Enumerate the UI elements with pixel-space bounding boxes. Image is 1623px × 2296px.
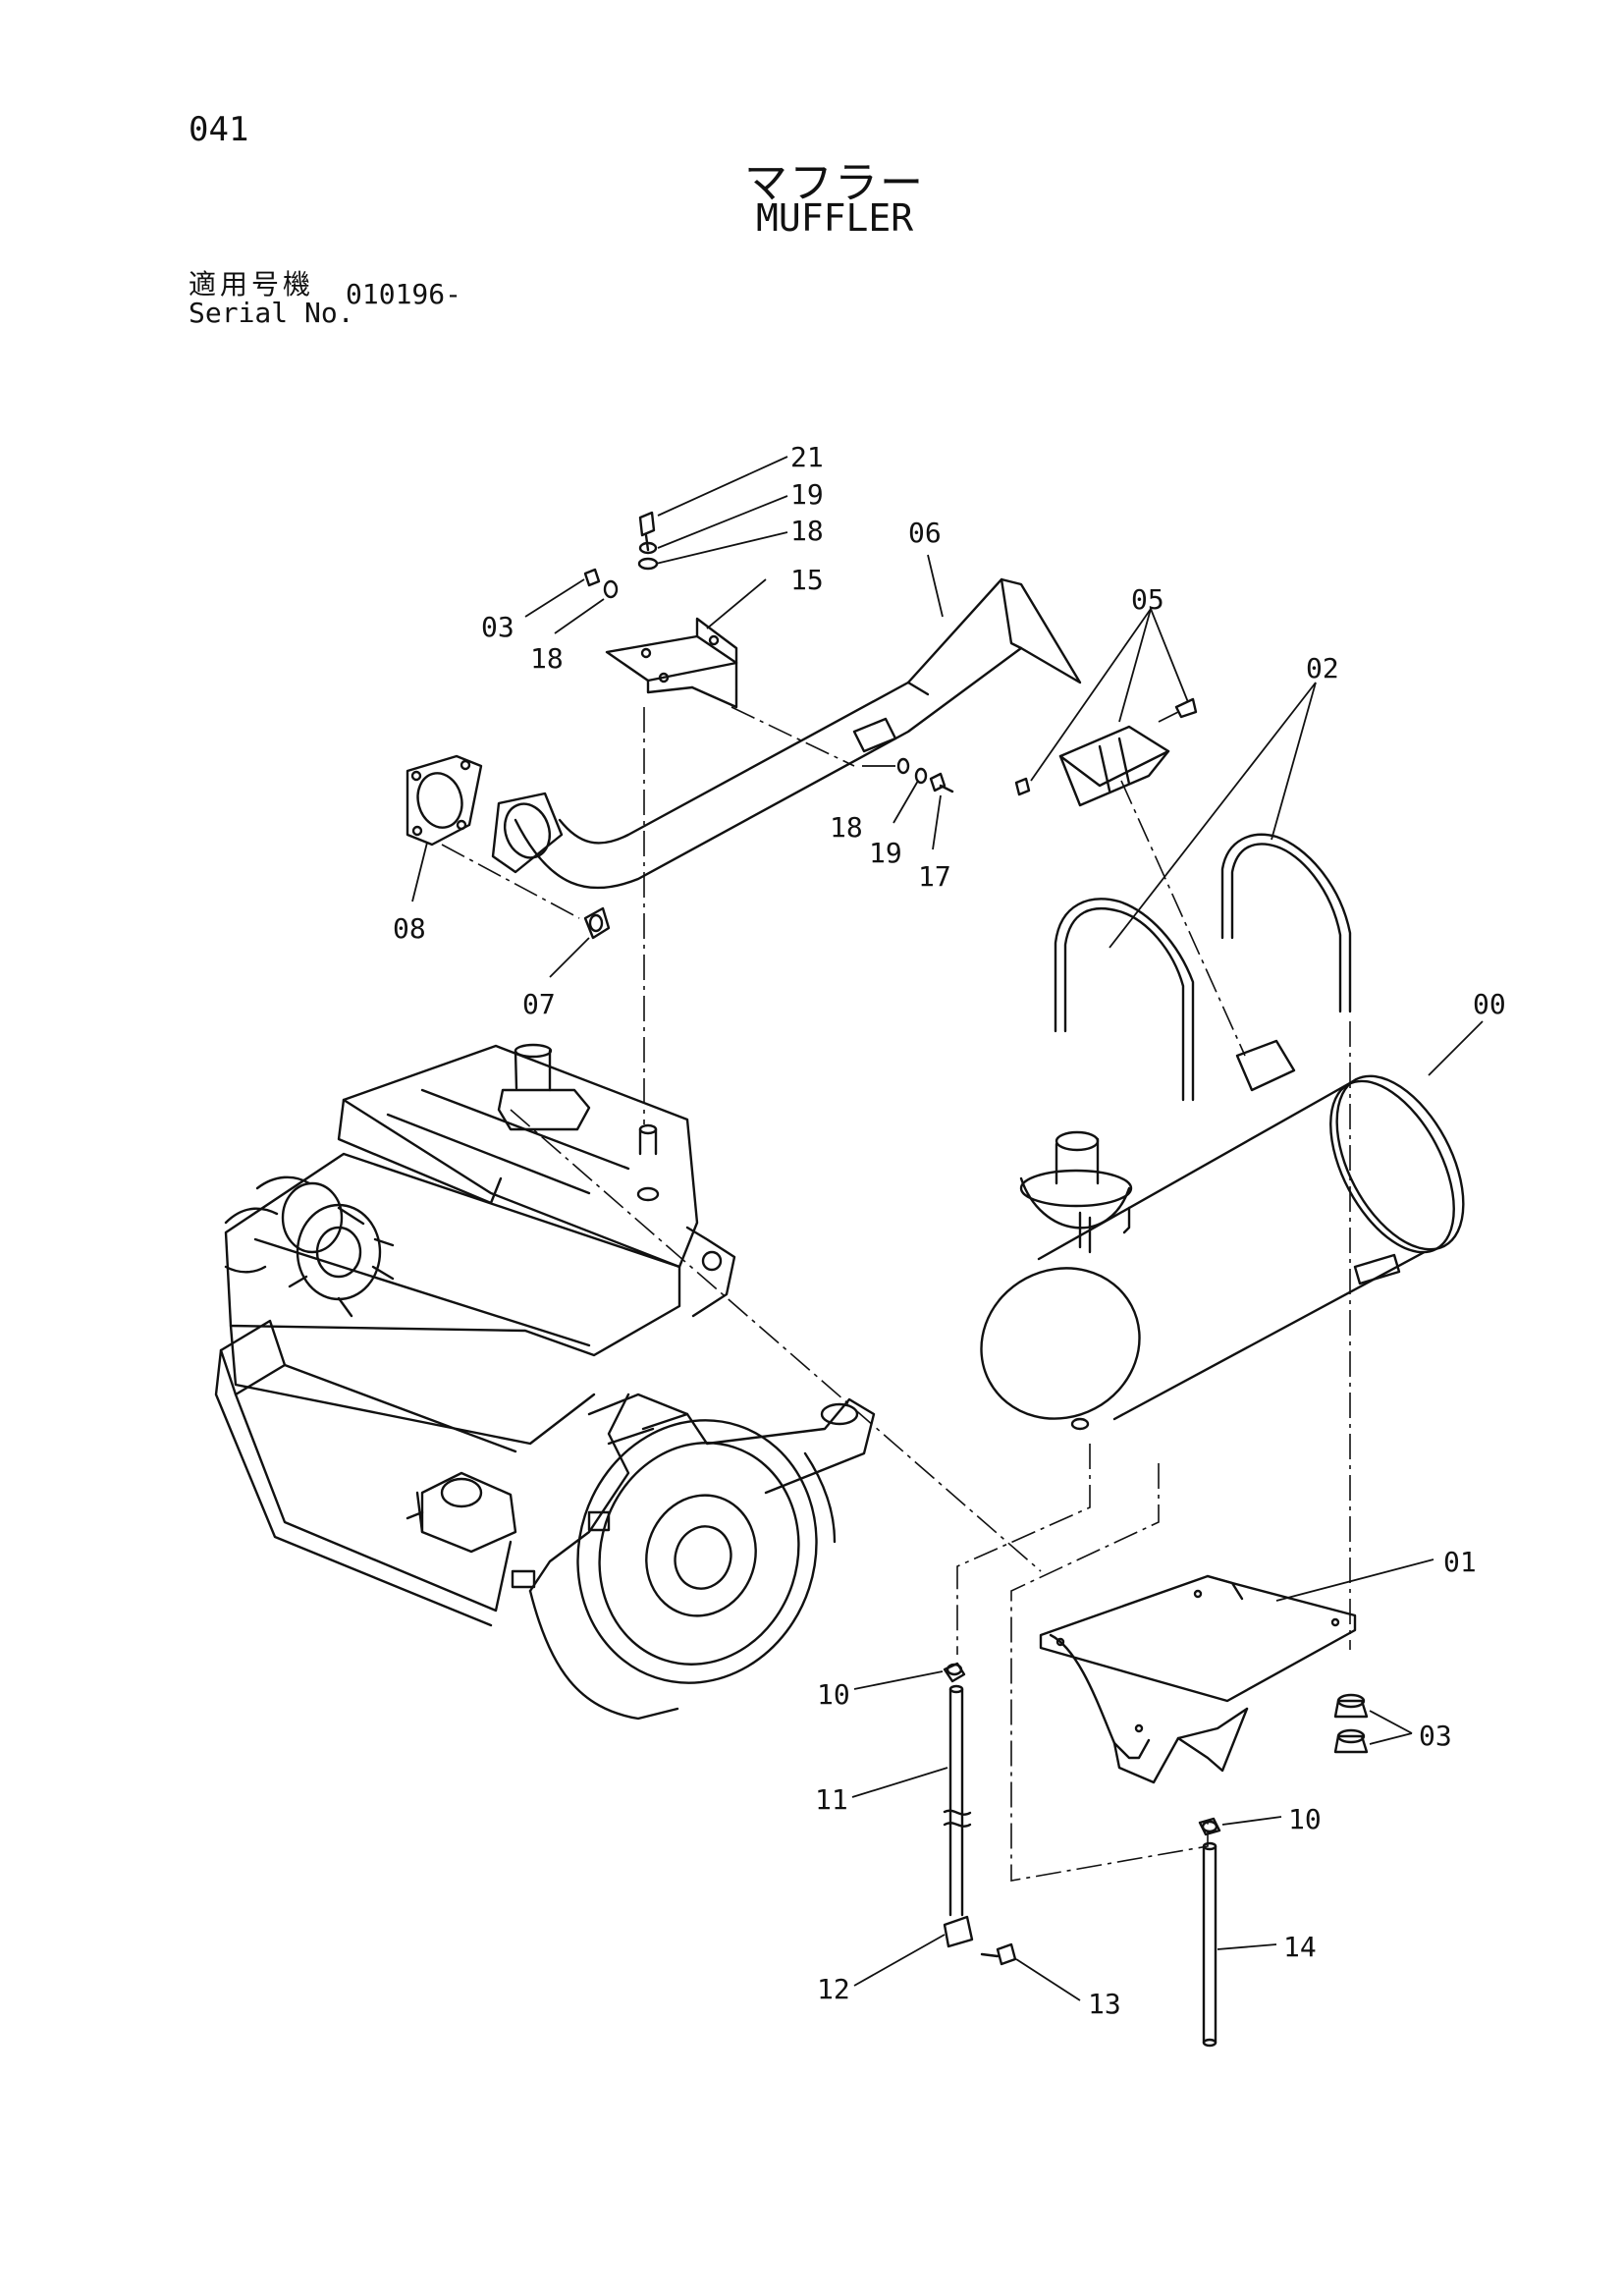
leader-lines [411,456,1484,2001]
exhaust-pipe [491,577,1082,890]
callout-03-top: 03 [481,611,514,643]
clip-left [943,1662,966,1683]
callout-13: 13 [1088,1988,1121,2020]
callout-03-bottom: 03 [1419,1720,1452,1752]
bracket-centerline [730,706,855,767]
callout-14: 14 [1283,1931,1317,1963]
callout-10-right: 10 [1288,1803,1322,1835]
serial-label-japanese: 適用号機 [189,268,315,301]
callout-05: 05 [1131,583,1164,616]
callout-06: 06 [908,517,942,549]
flange-nut [583,906,611,940]
callout-01: 01 [1443,1546,1477,1578]
callout-10-left: 10 [817,1678,850,1711]
pipe-bracket [605,617,738,709]
callout-19-top: 19 [790,478,824,511]
title-english: MUFFLER [756,196,914,240]
muffler-clamp [1014,697,1198,807]
gasket-centerline [441,844,580,919]
callout-00: 00 [1473,988,1506,1020]
engine-drawing [214,1043,876,1721]
stay-centerline [1010,1463,1209,1882]
callout-11: 11 [815,1783,848,1816]
nut-left [583,568,619,599]
serial-number-value: 010196- [346,278,462,310]
callout-18-left: 18 [530,642,564,675]
serial-label-english: Serial No. [189,297,354,329]
bolt-mid [896,757,954,793]
clamp-centerline [1120,780,1246,1057]
title-japanese: マフラー [744,158,925,208]
u-bolts [1054,833,1352,1102]
callout-18-mid: 18 [830,811,863,844]
rod-clamp [943,1915,1017,1966]
nuts-lower [1333,1693,1369,1754]
callout-21: 21 [790,441,824,473]
bolt-upper [637,511,659,571]
callout-12: 12 [817,1973,850,2005]
clip-right [1198,1817,1221,1836]
support-rod-right [1202,1841,1217,2048]
callout-08: 08 [393,912,426,945]
muffler [980,1039,1465,1431]
page-number: 041 [189,110,249,149]
callout-15: 15 [790,564,824,596]
callout-17: 17 [918,860,951,893]
muffler-bracket [1039,1574,1357,1784]
ubolt-centerline-left [956,1444,1091,1655]
gasket [406,754,483,847]
support-rod-left [943,1684,972,1917]
callout-07: 07 [522,988,556,1020]
callout-numbers: 21 19 18 15 03 18 06 05 02 00 18 19 17 0… [393,441,1506,2020]
callout-19-mid: 19 [869,837,902,869]
callout-18-top: 18 [790,515,824,547]
engine-centerline [510,1109,1042,1572]
callout-02: 02 [1306,652,1339,684]
